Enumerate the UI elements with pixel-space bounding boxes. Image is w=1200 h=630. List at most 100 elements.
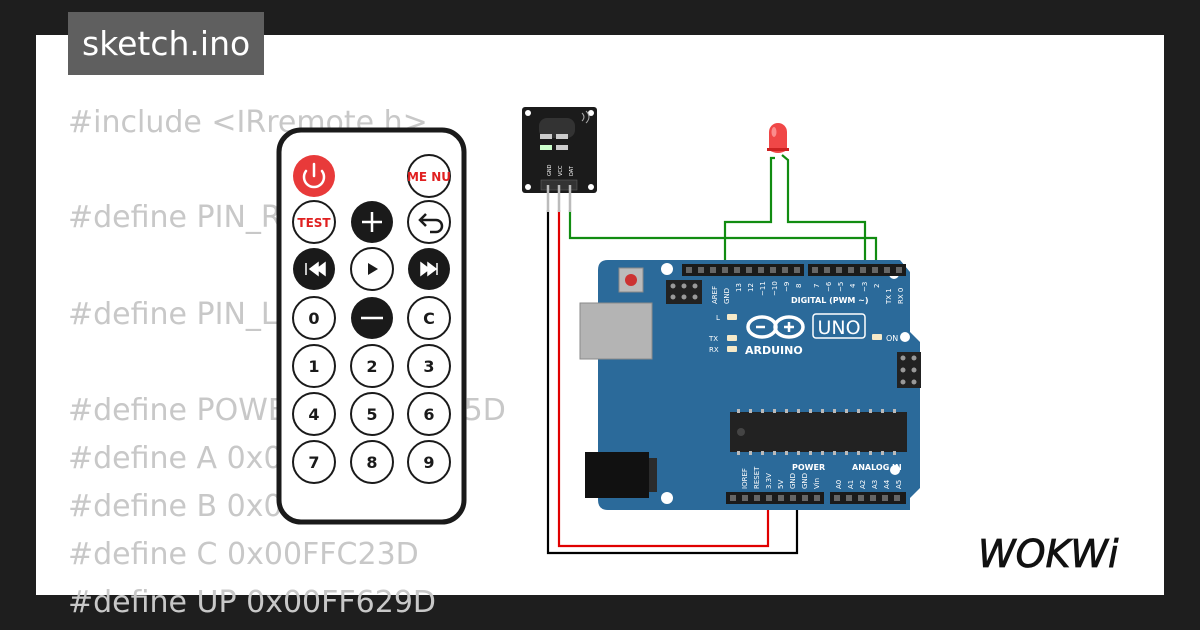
arduino-uno[interactable]: AREF GND 13 12 ~11 ~10 ~9 8 7 ~6 ~5 4 ~3… — [579, 260, 921, 510]
wire-5v — [557, 210, 770, 548]
plus-button[interactable] — [351, 201, 393, 243]
svg-text:5: 5 — [366, 405, 377, 424]
svg-text:0: 0 — [308, 309, 319, 328]
rewind-button[interactable] — [293, 248, 335, 290]
led-rx — [727, 346, 737, 352]
wire-led-cathode — [723, 156, 775, 268]
red-led[interactable] — [767, 123, 789, 153]
back-button[interactable] — [407, 200, 451, 244]
fast-forward-button[interactable] — [408, 248, 450, 290]
four-button[interactable]: 4 — [292, 392, 336, 436]
mount-hole — [900, 332, 910, 342]
analog-header-label: ANALOG IN — [852, 463, 902, 472]
test-label: TEST — [297, 216, 331, 230]
microcontroller-chip — [730, 412, 907, 452]
uno-label: UNO — [817, 317, 860, 339]
digital-header-label: DIGITAL (PWM ~) — [791, 296, 869, 305]
three-button[interactable]: 3 — [407, 344, 451, 388]
seven-button[interactable]: 7 — [292, 440, 336, 484]
usb-port — [579, 302, 653, 360]
fast-forward-icon — [420, 261, 438, 277]
code-line-10: #define C 0x00FFC23D — [68, 537, 419, 572]
wokwi-logo-text: WOKWi — [978, 532, 1119, 576]
svg-text:3: 3 — [423, 357, 434, 376]
pin-label-aref: AREF — [711, 286, 719, 304]
power-jack — [585, 452, 649, 498]
svg-text:9: 9 — [423, 453, 434, 472]
menu-button[interactable]: ME NU — [407, 154, 451, 198]
led-tx-label: TX — [708, 335, 718, 343]
pin-label-10: ~10 — [771, 281, 779, 296]
svg-text:C: C — [423, 309, 435, 328]
pin-label-vin: Vin — [813, 478, 821, 489]
wires — [546, 154, 878, 555]
pin-label-9: ~9 — [783, 282, 791, 292]
play-icon — [368, 263, 378, 275]
mount-hole — [890, 465, 900, 475]
nine-button[interactable]: 9 — [407, 440, 451, 484]
pin-label-6: ~6 — [825, 281, 833, 292]
power-button[interactable] — [293, 155, 335, 197]
pin-label-a4: A4 — [883, 479, 891, 489]
svg-text:8: 8 — [366, 453, 377, 472]
uno-badge — [812, 313, 866, 339]
pin-label-gnd: GND — [723, 288, 731, 304]
code-line-3: #define PIN_R — [68, 200, 282, 235]
wokwi-logo: WOKWi — [978, 532, 1120, 577]
svg-text:4: 4 — [308, 405, 319, 424]
two-button[interactable]: 2 — [350, 344, 394, 388]
pin-label-tx: TX 1 — [885, 288, 893, 305]
wire-gnd — [546, 210, 799, 555]
pin-label-13: 13 — [735, 283, 743, 292]
back-arrow-icon — [422, 218, 444, 234]
power-header — [726, 492, 824, 504]
play-button[interactable] — [350, 247, 394, 291]
wire-led-anode — [781, 154, 867, 268]
digital-header-right — [808, 264, 906, 276]
c-button[interactable]: C — [407, 296, 451, 340]
ir-pin-gnd-label: GND — [547, 164, 553, 176]
led-on — [872, 334, 882, 340]
pin-label-ioref: IOREF — [741, 468, 749, 489]
pin-label-rx: RX 0 — [897, 288, 905, 304]
svg-text:7: 7 — [308, 453, 319, 472]
arduino-logo — [746, 315, 805, 339]
pin-label-12: 12 — [747, 283, 755, 292]
power-header-label: POWER — [792, 463, 825, 472]
pin-label-a5: A5 — [895, 480, 903, 489]
ir-receiver[interactable]: GND VCC DAT — [522, 107, 597, 212]
code-line-5: #define PIN_L — [68, 297, 278, 332]
minus-button[interactable] — [351, 297, 393, 339]
pin-label-a0: A0 — [835, 480, 843, 489]
pin-label-8: 8 — [795, 284, 803, 288]
svg-text:6: 6 — [423, 405, 434, 424]
pin-label-3v3: 3.3V — [765, 473, 773, 489]
ir-remote[interactable]: ME NU TEST 0 — [276, 127, 467, 525]
ir-pin-dat-label: DAT — [569, 165, 575, 176]
led-on-label: ON — [886, 334, 898, 343]
arduino-wordmark: ARDUINO — [745, 344, 803, 357]
six-button[interactable]: 6 — [407, 392, 451, 436]
power-icon — [302, 169, 326, 189]
svg-text:2: 2 — [366, 357, 377, 376]
led-tx — [727, 335, 737, 341]
svg-text:1: 1 — [308, 357, 319, 376]
pin-label-5: ~5 — [837, 282, 845, 292]
test-button[interactable]: TEST — [292, 200, 336, 244]
led-rx-label: RX — [709, 346, 719, 354]
pin-label-5v: 5V — [777, 480, 785, 489]
led-l-label: L — [716, 314, 720, 322]
eight-button[interactable]: 8 — [350, 440, 394, 484]
wire-dat — [568, 210, 878, 268]
code-line-11: #define UP 0x00FF629D — [68, 585, 437, 620]
reset-button — [625, 274, 637, 286]
pin-label-gnd2: GND — [801, 473, 809, 489]
file-tab[interactable]: sketch.ino — [68, 12, 265, 75]
pin-label-2: 2 — [873, 284, 881, 288]
one-button[interactable]: 1 — [292, 344, 336, 388]
five-button[interactable]: 5 — [350, 392, 394, 436]
zero-button[interactable]: 0 — [292, 296, 336, 340]
pin-label-4: 4 — [849, 283, 857, 288]
led-l — [727, 314, 737, 320]
